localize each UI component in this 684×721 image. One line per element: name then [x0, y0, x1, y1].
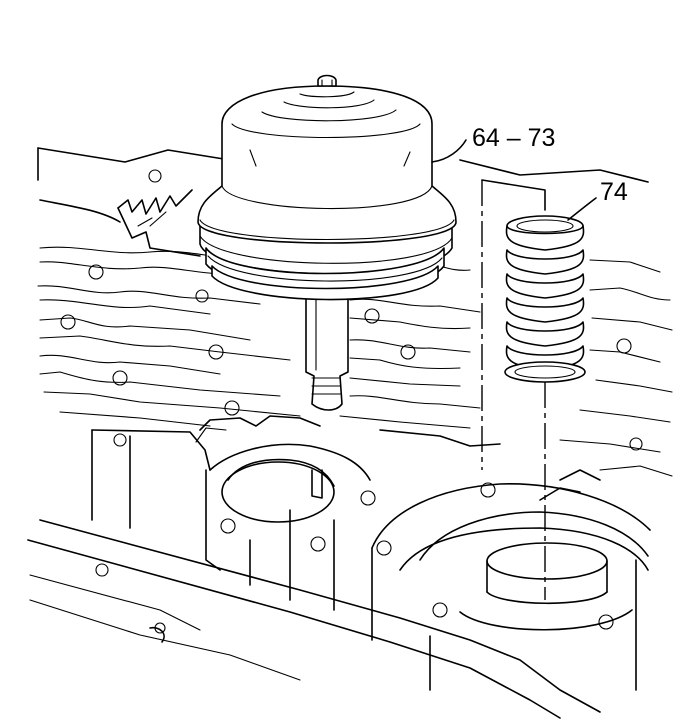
installation-centerlines	[481, 179, 546, 600]
callout-label-64-73: 64 – 73	[472, 124, 555, 152]
accumulator-piston-assembly	[197, 74, 457, 411]
callout-spring: 74	[567, 178, 628, 221]
callout-accumulator: 64 – 73	[431, 124, 555, 163]
callout-label-74: 74	[600, 178, 628, 206]
accumulator-spring	[504, 215, 586, 383]
